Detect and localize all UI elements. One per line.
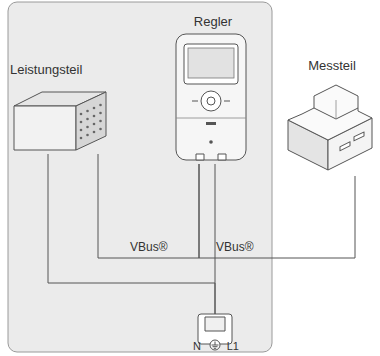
measuring-unit: Messteil xyxy=(284,58,380,176)
controller-drawing xyxy=(172,14,250,164)
bus-line xyxy=(98,154,199,258)
terminal-label: L1 xyxy=(227,340,239,352)
measuring-unit-drawing xyxy=(284,58,376,176)
bus-label: VBus® xyxy=(130,240,168,254)
power-line xyxy=(215,164,216,314)
unit-label: Messteil xyxy=(284,58,380,74)
power-supply: N L1 xyxy=(193,314,237,354)
bus-line xyxy=(199,164,355,258)
terminal-label: N xyxy=(193,340,201,352)
controller: Regler xyxy=(172,14,254,164)
power-unit: Leistungsteil xyxy=(10,62,114,154)
power-line xyxy=(48,154,215,314)
unit-label: Leistungsteil xyxy=(10,62,114,78)
bus-label: VBus® xyxy=(216,240,254,254)
cabinet-outline xyxy=(8,2,272,352)
unit-label: Regler xyxy=(172,14,254,30)
